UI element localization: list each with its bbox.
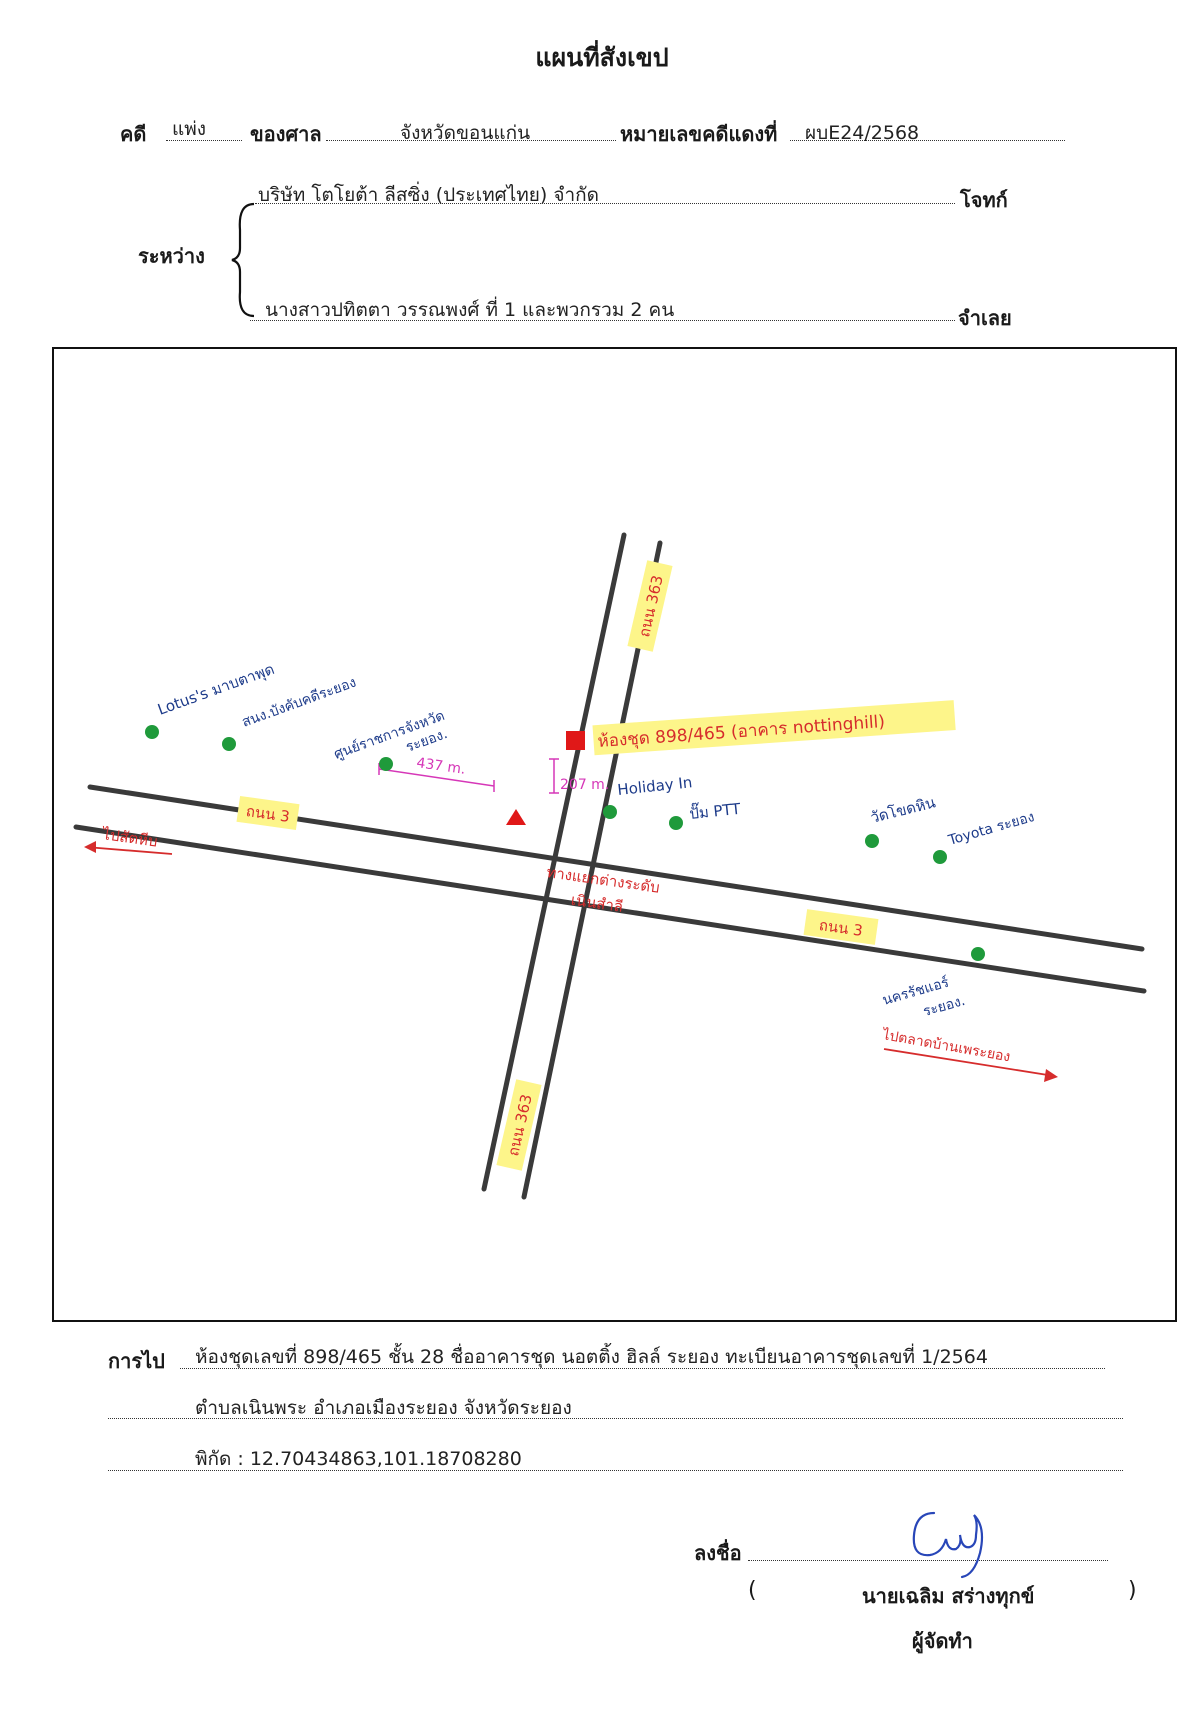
signature-icon (912, 1511, 984, 1579)
preparer-role: ผู้จัดทำ (912, 1629, 973, 1653)
court-label: ของศาล (250, 122, 322, 146)
road-363-west-edge (481, 532, 627, 1192)
road-3-south-edge (73, 824, 1147, 994)
open-paren: ( (748, 1578, 757, 1603)
plaintiff-dots (255, 203, 955, 204)
hospital-marker (971, 947, 985, 961)
temple-marker (865, 834, 879, 848)
road-363-east-edge (521, 540, 663, 1200)
signer-name: นายเฉลิม สร่างทุกข์ (862, 1584, 1035, 1608)
route-line-3: พิกัด : 12.70434863,101.18708280 (195, 1448, 522, 1470)
dist-left-label: 437 m. (415, 755, 466, 778)
route-line-2: ตำบลเนินพระ อำเภอเมืองระยอง จังหวัดระยอง (195, 1397, 572, 1419)
sketch-map: ถนน 363 ถนน 363 ถนน 3 ถนน 3 ห้องชุด 898/… (73, 532, 1147, 1200)
toyota-label: Toyota ระยอง (946, 809, 1037, 849)
to-west-label: ไปสัตหีบ (100, 825, 158, 851)
case-type-dots (166, 140, 242, 141)
defendant-dots (250, 320, 955, 321)
road-label-right: ถนน 3 (803, 909, 879, 945)
case-label: คดี (120, 122, 147, 146)
road-label-left: ถนน 3 (236, 795, 300, 831)
case-type: แพ่ง (172, 118, 207, 140)
map-frame: ถนน 363 ถนน 363 ถนน 3 ถนน 3 ห้องชุด 898/… (52, 347, 1177, 1322)
defendant-label: จำเลย (958, 306, 1012, 330)
sign-label: ลงชื่อ (694, 1541, 742, 1565)
temple-label: วัดโขดหิน (869, 793, 938, 827)
ptt-marker (669, 816, 683, 830)
brace-icon (231, 202, 255, 318)
close-paren: ) (1128, 1578, 1137, 1603)
dist-up-label: 207 m. (560, 777, 609, 793)
svg-text:ถนน 3: ถนน 3 (245, 802, 291, 826)
ptt-label: ปั๊ม PTT (688, 798, 742, 823)
svg-text:ระยอง.: ระยอง. (921, 993, 967, 1020)
road-label-top: ถนน 363 (627, 560, 673, 652)
court-dots (326, 140, 616, 141)
between-label: ระหว่าง (138, 244, 205, 268)
defendant-name: นางสาวปทิตตา วรรณพงศ์ ที่ 1 และพวกรวม 2 … (265, 299, 675, 321)
hospital-label: นครรัชแอร์ ระยอง. (880, 974, 967, 1021)
case-number: ผบE24/2568 (805, 122, 920, 144)
case-no-label: หมายเลขคดีแดงที่ (620, 122, 778, 146)
east-arrow (883, 1048, 1055, 1077)
target-label: ห้องชุด 898/465 (อาคาร nottinghill) (592, 700, 956, 756)
junction-marker (506, 809, 526, 825)
dist-left-line (378, 768, 495, 787)
west-arrow (85, 846, 173, 855)
route-label: การไป (108, 1349, 165, 1373)
svg-text:ถนน 3: ถนน 3 (818, 916, 864, 940)
plaintiff-name: บริษัท โตโยต้า ลีสซิ่ง (ประเทศไทย) จำกัด (258, 184, 600, 206)
svg-text:เนินสำลี: เนินสำลี (570, 891, 624, 916)
target-marker (566, 731, 585, 750)
court-name: จังหวัดขอนแก่น (400, 122, 531, 144)
plaintiff-label: โจทก์ (960, 188, 1008, 212)
lotus-marker (145, 725, 159, 739)
toyota-marker (933, 850, 947, 864)
holiday-marker (603, 805, 617, 819)
case-no-dots (790, 140, 1065, 141)
swimming-marker (222, 737, 236, 751)
gov-center-marker (379, 757, 393, 771)
holiday-label: Holiday In (617, 773, 694, 799)
page-title: แผนที่สังเขป (535, 43, 669, 72)
route-line-1: ห้องชุดเลขที่ 898/465 ชั้น 28 ชื่ออาคารช… (195, 1346, 988, 1368)
